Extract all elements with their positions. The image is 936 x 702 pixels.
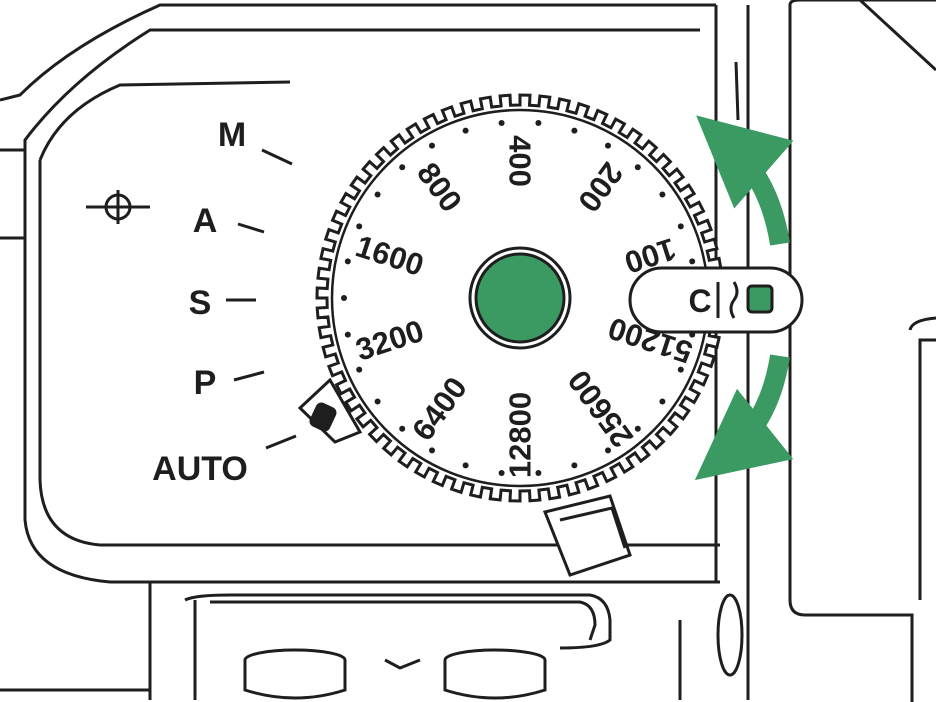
iso-value-12800: 12800 bbox=[503, 392, 538, 478]
iso-dial-dot bbox=[689, 258, 696, 265]
lock-release-label: C bbox=[688, 283, 711, 319]
iso-dial-dot bbox=[374, 398, 381, 405]
iso-dial-dot bbox=[498, 120, 505, 126]
center-button-green-icon bbox=[474, 252, 566, 344]
mode-label-auto: AUTO bbox=[152, 450, 248, 488]
mode-label-m: M bbox=[218, 116, 246, 154]
iso-dial-dot bbox=[535, 120, 542, 126]
iso-dial-dot bbox=[571, 127, 578, 134]
iso-dial-dot bbox=[429, 447, 435, 454]
iso-dial-dot bbox=[659, 191, 666, 198]
bottom-buttons bbox=[243, 648, 547, 700]
iso-dial-dot bbox=[535, 470, 542, 476]
iso-dial-dot bbox=[659, 398, 666, 405]
iso-dial-dot bbox=[677, 366, 684, 373]
lock-release-green-mark-icon bbox=[746, 284, 774, 314]
iso-dial-dot bbox=[399, 425, 406, 432]
dial-center-button[interactable] bbox=[468, 246, 572, 350]
dial-lock-release[interactable]: C bbox=[628, 266, 804, 334]
iso-dial-dot bbox=[605, 142, 611, 149]
iso-dial-dots bbox=[341, 120, 699, 476]
iso-dial-dot bbox=[356, 366, 363, 373]
iso-dial-dot bbox=[399, 164, 406, 171]
iso-dial-dot bbox=[605, 447, 611, 454]
iso-dial-dot bbox=[571, 462, 578, 469]
mode-label-s: S bbox=[189, 284, 212, 322]
iso-dial-dot bbox=[344, 258, 351, 265]
rotate-down-arrow-icon bbox=[694, 354, 794, 481]
mode-pointer bbox=[297, 377, 363, 444]
iso-dial-dot bbox=[429, 142, 435, 149]
mode-label-a: A bbox=[193, 202, 218, 240]
iso-dial-dot bbox=[634, 164, 641, 171]
iso-dial-dot bbox=[677, 223, 684, 230]
iso-dial-dot bbox=[462, 462, 469, 469]
mode-label-p: P bbox=[194, 364, 217, 402]
iso-dial-dot bbox=[498, 470, 505, 476]
iso-dial-dot bbox=[462, 127, 469, 134]
iso-dial-lock-tab[interactable] bbox=[542, 494, 632, 577]
rotate-up-arrow-icon bbox=[696, 115, 794, 246]
iso-dial-dot bbox=[356, 223, 363, 230]
iso-dial-dot bbox=[341, 295, 347, 301]
iso-dial-dot bbox=[374, 191, 381, 198]
focal-plane-mark-icon bbox=[86, 190, 150, 224]
mode-dial-ticks bbox=[226, 148, 297, 450]
iso-dial-dot bbox=[344, 331, 351, 338]
iso-value-400: 400 bbox=[503, 135, 538, 187]
iso-dial-dot bbox=[634, 425, 641, 432]
